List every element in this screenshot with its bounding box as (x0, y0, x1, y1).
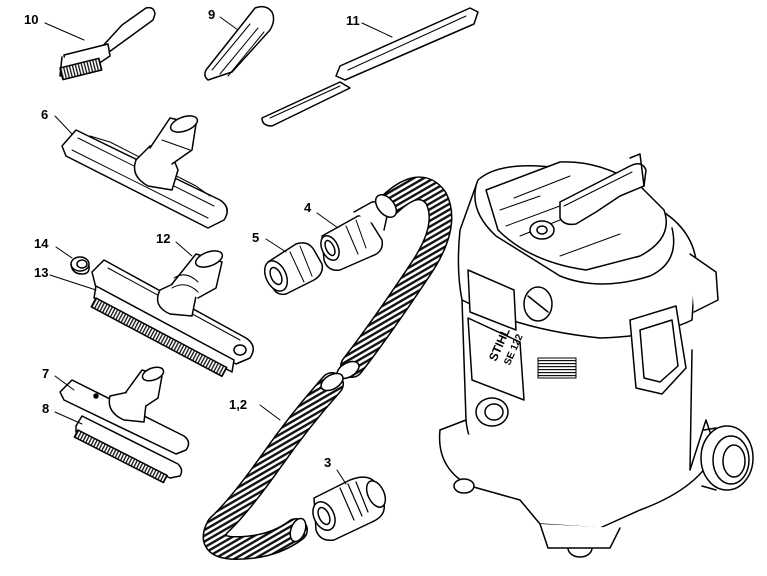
callout-10: 10 (24, 12, 39, 27)
leader-line-6 (54, 115, 73, 135)
hose-connector-3 (312, 476, 387, 542)
leader-line-11 (361, 22, 393, 38)
callout-13: 13 (34, 265, 49, 280)
callout-6: 6 (41, 107, 49, 122)
leader-line-3 (336, 469, 347, 485)
callout-14: 14 (34, 236, 49, 251)
ring-14 (70, 256, 90, 275)
leader-line-7 (54, 375, 75, 391)
wet-dry-vacuum (438, 153, 754, 558)
leader-line-10 (44, 22, 85, 41)
hose-adapter-5 (263, 242, 324, 296)
callout-11: 11 (346, 13, 360, 28)
floor-nozzle (61, 115, 228, 229)
upholstery-brush (59, 6, 156, 81)
hose-adapter-4 (320, 200, 389, 272)
leader-line-8 (54, 411, 83, 425)
suction-hose (202, 176, 453, 560)
callout-3: 3 (324, 455, 332, 470)
leader-line-13 (49, 274, 97, 291)
leader-line-9 (219, 16, 239, 31)
crevice-nozzle-long (261, 7, 479, 127)
crevice-nozzle-short (204, 5, 275, 81)
leader-line-4 (316, 212, 339, 229)
leader-line-12 (175, 241, 193, 257)
callout-12: 12 (156, 231, 171, 246)
callout-5: 5 (252, 230, 260, 245)
callout-1-2: 1,2 (229, 397, 248, 412)
leader-line-5 (265, 238, 287, 253)
callout-9: 9 (208, 7, 216, 22)
small-floor-nozzle (59, 366, 190, 484)
callout-4: 4 (304, 200, 312, 215)
leader-line-1-2 (259, 404, 281, 421)
leader-line-14 (55, 246, 73, 259)
callout-8: 8 (42, 401, 50, 416)
callout-7: 7 (42, 366, 50, 381)
wet-floor-nozzle (90, 250, 254, 378)
